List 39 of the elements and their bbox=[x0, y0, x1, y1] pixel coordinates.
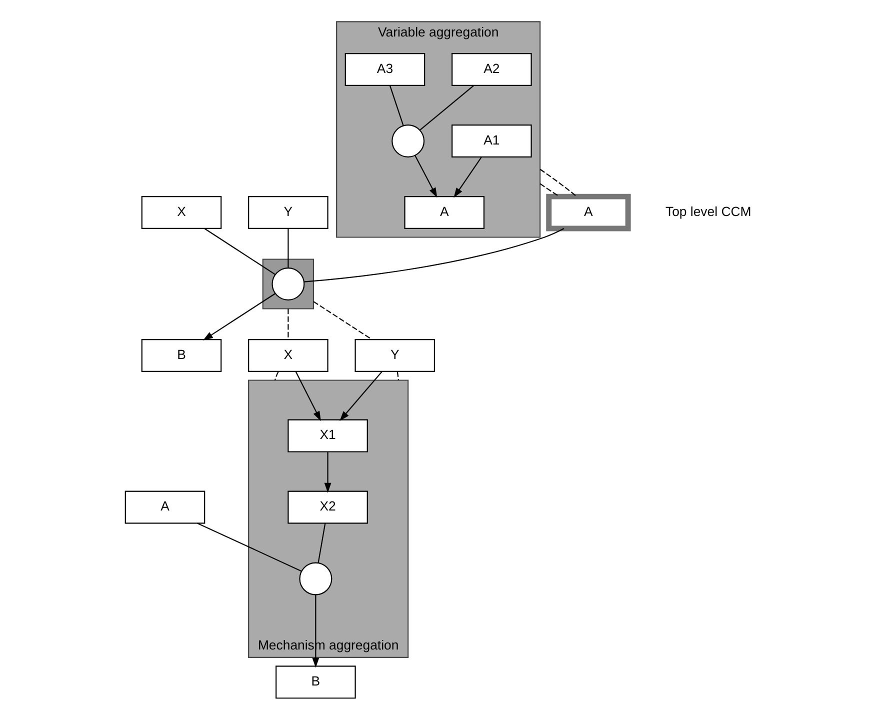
node-box: X bbox=[140, 196, 222, 230]
arrow bbox=[312, 594, 319, 668]
node-circle bbox=[271, 268, 304, 300]
node-box: B bbox=[140, 339, 222, 372]
connector bbox=[304, 228, 564, 282]
arrow bbox=[324, 452, 331, 493]
connector bbox=[539, 168, 576, 197]
node-box: X1 bbox=[287, 419, 368, 452]
connector bbox=[317, 523, 326, 563]
node-box: A bbox=[546, 194, 630, 232]
node-circle bbox=[391, 124, 424, 158]
connector bbox=[204, 228, 275, 275]
arrow bbox=[294, 371, 320, 422]
node-box: A3 bbox=[344, 53, 425, 86]
arrow bbox=[414, 155, 437, 198]
node-box: Y bbox=[354, 339, 435, 372]
arrow bbox=[339, 371, 382, 421]
node-box: Y bbox=[248, 196, 328, 230]
connector bbox=[419, 85, 474, 130]
node-box: A bbox=[124, 490, 205, 524]
connector bbox=[312, 301, 372, 340]
connector bbox=[287, 308, 288, 340]
label: Top level CCM bbox=[664, 204, 751, 219]
node-box: B bbox=[275, 666, 356, 699]
connector bbox=[287, 228, 288, 268]
node-box: A1 bbox=[451, 124, 532, 158]
node-circle bbox=[298, 562, 332, 596]
arrow bbox=[453, 156, 482, 198]
node-box: A2 bbox=[451, 53, 532, 86]
connector bbox=[539, 183, 559, 197]
arrow bbox=[202, 293, 275, 340]
connector bbox=[196, 522, 302, 572]
connector bbox=[274, 371, 278, 380]
connector bbox=[388, 85, 404, 126]
node-box: X2 bbox=[287, 490, 368, 524]
connector bbox=[396, 371, 399, 380]
node-box: X bbox=[248, 339, 328, 372]
node-box: A bbox=[404, 196, 484, 230]
cluster bbox=[262, 258, 314, 310]
